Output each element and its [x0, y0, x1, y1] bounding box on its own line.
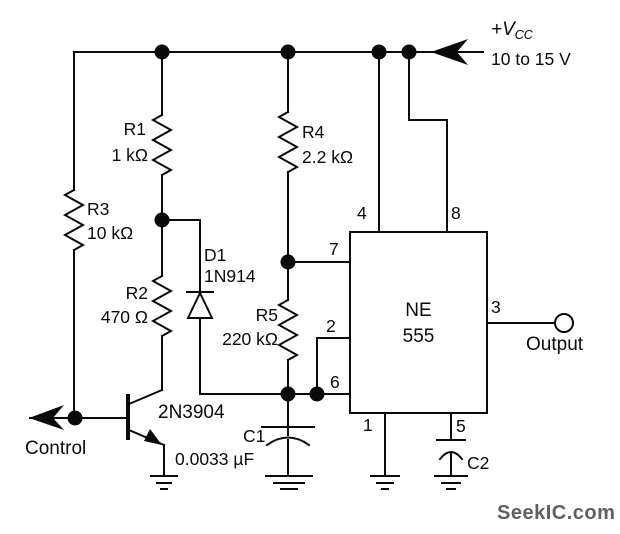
control-arrowhead: [29, 405, 64, 430]
capacitor-c2: [436, 439, 466, 477]
output-terminal: [486, 313, 574, 333]
pin5-label: 5: [456, 416, 466, 436]
watermark-text: SeekIC.com: [497, 502, 616, 524]
pin7-label: 7: [329, 239, 339, 259]
r4-name-label: R4: [302, 122, 325, 142]
r2-name-label: R2: [125, 283, 148, 303]
pin8-wire: [408, 51, 448, 233]
r3-value-label: 10 kΩ: [87, 223, 134, 243]
r5-name-label: R5: [255, 305, 278, 325]
transistor-2n3904: [126, 388, 166, 477]
ground-emitter: [150, 475, 178, 490]
pin8-label: 8: [451, 203, 461, 223]
pin4-label: 4: [357, 203, 367, 223]
ground-pin1: [370, 475, 400, 490]
ic-label-line2: 555: [402, 326, 435, 347]
pin2-label: 2: [326, 316, 336, 336]
d1-name-label: D1: [204, 245, 227, 265]
vcc-label: +VCC: [491, 19, 533, 42]
r1-name-label: R1: [123, 119, 146, 139]
vcc-range-label: 10 to 15 V: [491, 49, 571, 69]
r4-value-label: 2.2 kΩ: [302, 147, 354, 167]
resistor-r4: [276, 51, 300, 263]
output-label: Output: [526, 334, 584, 355]
resistor-r1: [150, 51, 174, 221]
transistor-label: 2N3904: [158, 402, 225, 423]
c1-name-label: C1: [243, 426, 266, 446]
vcc-arrowhead: [431, 39, 468, 65]
c2-name-label: C2: [467, 453, 490, 473]
r3-name-label: R3: [87, 199, 110, 219]
pin6-label: 6: [330, 372, 340, 392]
vcc-subscript: CC: [514, 28, 533, 42]
r5-value-label: 220 kΩ: [222, 329, 278, 349]
capacitor-c1: [261, 393, 315, 477]
d1-value-label: 1N914: [204, 266, 256, 286]
ic-ne555-body: [349, 231, 488, 414]
control-label: Control: [25, 438, 87, 459]
ground-c1: [265, 475, 313, 490]
vcc-symbol: +V: [491, 19, 515, 40]
resistor-r5: [276, 261, 300, 395]
c1-value-label: 0.0033 µF: [175, 449, 255, 469]
junction-dots: [67, 44, 417, 426]
pin2-wire: [316, 337, 351, 395]
resistor-r3: [62, 51, 86, 419]
pin1-label: 1: [363, 415, 373, 435]
pin3-label: 3: [491, 297, 501, 317]
ic-label-line1: NE: [405, 300, 432, 321]
r2-value-label: 470 Ω: [100, 307, 148, 327]
diode-d1: [161, 219, 214, 395]
resistor-r2: [150, 219, 174, 391]
ground-c2: [434, 475, 468, 490]
vcc-rail-wire: [73, 39, 484, 65]
r1-value-label: 1 kΩ: [111, 145, 148, 165]
